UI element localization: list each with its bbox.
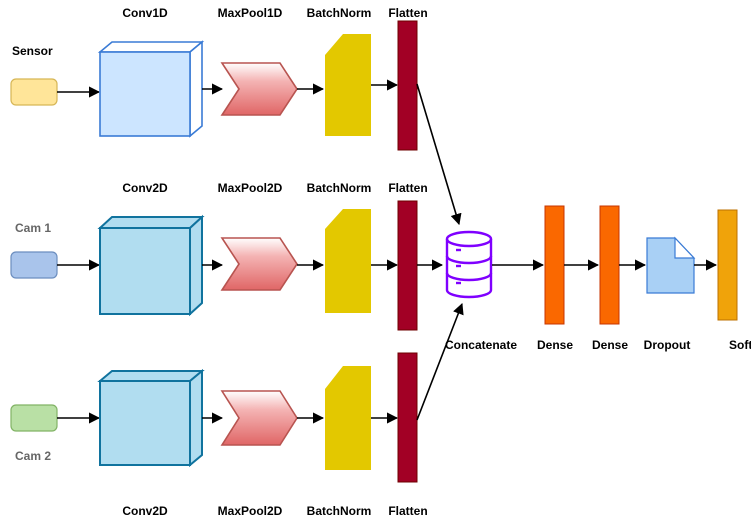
cam1-label: Cam 1: [15, 221, 51, 235]
flatten-label-1: Flatten: [388, 6, 427, 20]
flatten-block-3: [397, 352, 418, 483]
row-cam2: Cam 2 Conv2D MaxPool2D BatchNorm Flatten: [10, 352, 428, 518]
dense-label-1: Dense: [537, 338, 573, 352]
conv2d-label-1: Conv2D: [122, 181, 168, 195]
edge-flatten1-concat: [416, 83, 462, 226]
conv2d-label-2: Conv2D: [122, 504, 168, 518]
maxpool2d-label-1: MaxPool2D: [218, 181, 283, 195]
cam2-label: Cam 2: [15, 449, 51, 463]
row-cam1: Cam 1 Conv2D MaxPool2D BatchNorm Flatten: [10, 181, 428, 331]
batchnorm-block-1: [325, 34, 371, 136]
flatten-block-1: [397, 20, 418, 151]
sensor-label: Sensor: [12, 44, 53, 58]
document-icon: [646, 236, 696, 294]
dense-label-2: Dense: [592, 338, 628, 352]
sensor-input-node: [10, 78, 58, 106]
cam2-input-node: [10, 404, 58, 432]
batchnorm-block-2: [325, 209, 371, 313]
maxpool2d-label-2: MaxPool2D: [218, 504, 283, 518]
conv1d-label: Conv1D: [122, 6, 168, 20]
concatenate-label: Concatenate: [445, 338, 517, 352]
batchnorm-label-1: BatchNorm: [307, 6, 372, 20]
conv2d-block-2: [97, 368, 205, 468]
flatten-block-2: [397, 200, 418, 331]
database-icon: [445, 230, 493, 299]
maxpool2d-block-2: [220, 390, 298, 446]
conv1d-block: [97, 40, 205, 138]
flatten-label-3: Flatten: [388, 504, 427, 518]
softmax-label: Softmax: [729, 338, 751, 352]
dense-block-2: [599, 205, 620, 325]
edge-flatten3-concat: [416, 302, 464, 421]
conv2d-block-1: [97, 214, 205, 317]
dropout-label: Dropout: [644, 338, 691, 352]
batchnorm-label-3: BatchNorm: [307, 504, 372, 518]
row-sensor: Sensor Conv1D MaxPool1D BatchNorm Flatte…: [10, 6, 428, 151]
maxpool2d-block-1: [220, 237, 298, 291]
softmax-block: [717, 209, 738, 321]
cam1-input-node: [10, 251, 58, 279]
batchnorm-label-2: BatchNorm: [307, 181, 372, 195]
maxpool1d-label: MaxPool1D: [218, 6, 283, 20]
batchnorm-block-3: [325, 366, 371, 470]
flatten-label-2: Flatten: [388, 181, 427, 195]
dense-block-1: [544, 205, 565, 325]
maxpool1d-block: [220, 62, 298, 116]
